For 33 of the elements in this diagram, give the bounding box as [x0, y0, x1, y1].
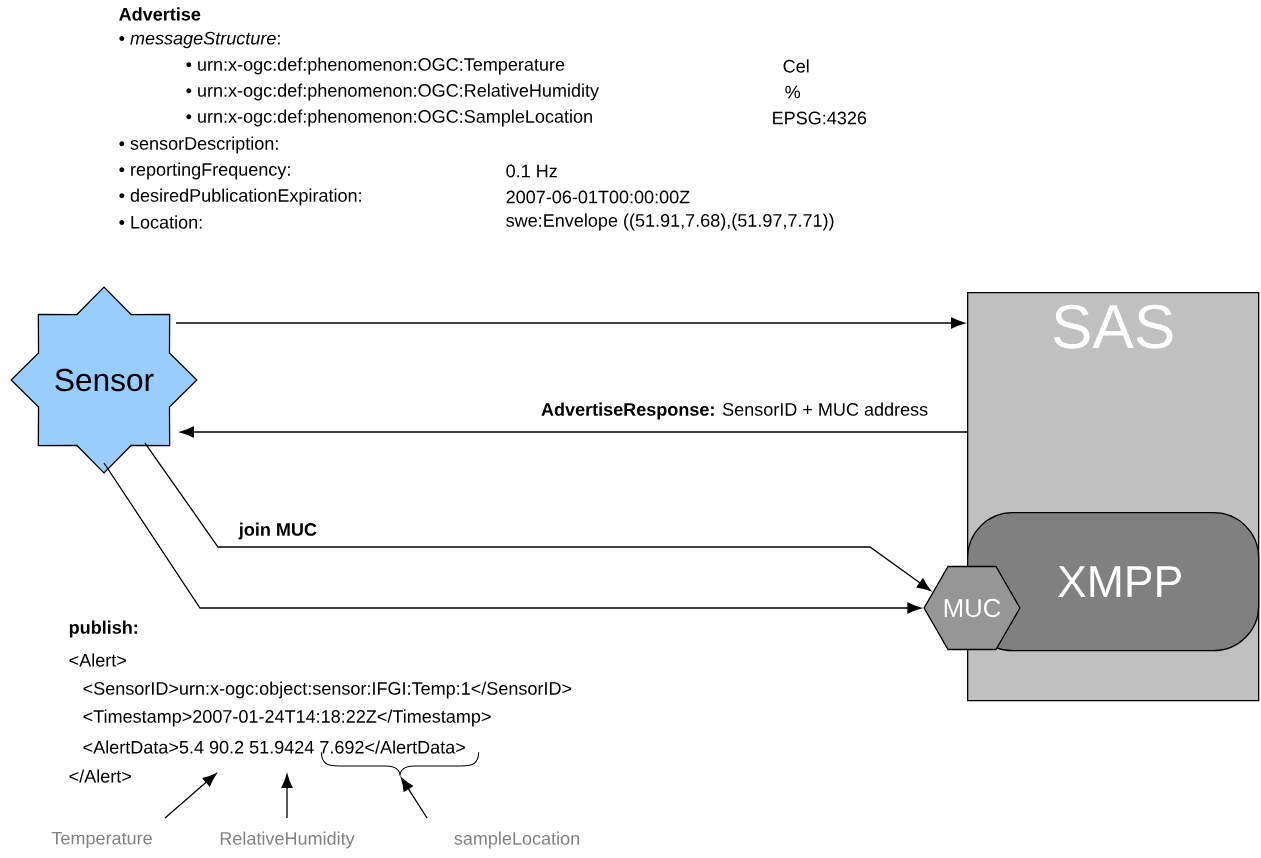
list-item: • sensorDescription: [119, 136, 278, 154]
list-item: • desiredPublicationExpiration: [119, 188, 361, 206]
edge-label: AdvertiseResponse: SensorID + MUC address [541, 402, 928, 420]
code-line: <Alert> [69, 653, 126, 667]
arrow [175, 317, 965, 329]
caption-text: sampleLocation [454, 831, 579, 849]
list-item: • reportingFrequency: [119, 162, 290, 180]
value-text: 0.1 Hz [506, 164, 557, 178]
leader-arrow [400, 777, 428, 819]
list-item: • urn:x-ogc:def:phenomenon:OGC:RelativeHumidity [186, 83, 599, 101]
value-text: EPSG:4326 [773, 111, 867, 125]
heading: publish: [69, 620, 138, 638]
value-text: % [785, 85, 801, 99]
leader-arrow [281, 774, 293, 819]
value-text: swe:Envelope ((51.91,7.68),(51.97,7.71)) [506, 213, 834, 231]
code-line: </Alert> [69, 769, 131, 783]
list-item: • messageStructure: [119, 31, 280, 49]
list-item: • urn:x-ogc:def:phenomenon:OGC:SampleLocation [186, 109, 592, 127]
code-line: <AlertData>5.4 90.2 51.9424 7.692</AlertData> [83, 740, 465, 754]
edge-label: join MUC [238, 522, 317, 540]
caption-text: Temperature [51, 831, 152, 849]
list-item: • Location: [119, 215, 202, 229]
leader-arrow [164, 773, 217, 819]
code-line: <Timestamp>2007-01-24T14:18:22Z</Timestamp> [83, 709, 491, 727]
code-line: <SensorID>urn:x-ogc:object:sensor:IFGI:Temp:1</SensorID> [83, 681, 572, 699]
arrow [144, 442, 932, 592]
list-item: • urn:x-ogc:def:phenomenon:OGC:Temperature [186, 57, 565, 75]
value-text: Cel [783, 59, 809, 73]
arrow [180, 426, 968, 438]
caption-text: RelativeHumidity [220, 831, 355, 849]
arrow [103, 462, 922, 614]
value-text: 2007-06-01T00:00:00Z [506, 190, 690, 204]
heading: Advertise [119, 7, 201, 21]
